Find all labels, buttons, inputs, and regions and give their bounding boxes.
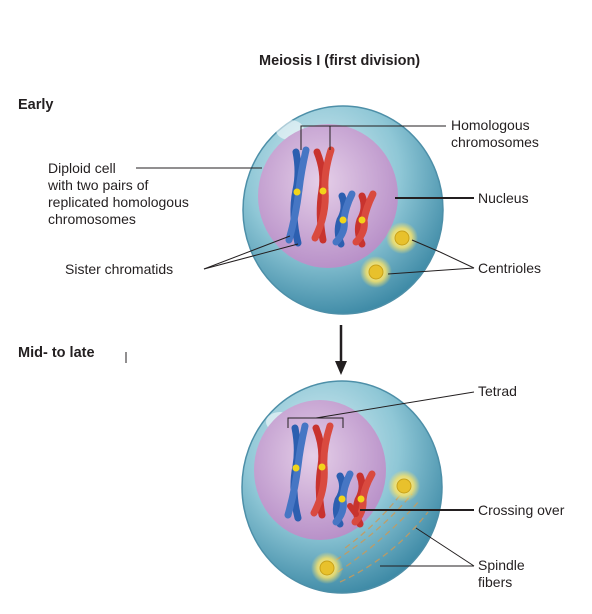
diploid-label-line4: chromosomes xyxy=(48,211,136,227)
stage-mid-late-label: Mid- to late xyxy=(18,345,95,361)
early-cell xyxy=(242,105,444,315)
centromere xyxy=(358,216,366,224)
diploid-label-line2: with two pairs of xyxy=(48,177,149,193)
centromere xyxy=(318,463,326,471)
leader-lines xyxy=(136,125,475,567)
diploid-label-line3: replicated homologous xyxy=(48,194,189,210)
homologous-label-line2: chromosomes xyxy=(451,134,539,150)
spindle-label-line2: fibers xyxy=(478,574,513,590)
crossover-segment xyxy=(347,503,359,517)
tetrad-label: Tetrad xyxy=(478,383,517,399)
centromere xyxy=(292,464,300,472)
sister-chromatids-label: Sister chromatids xyxy=(65,261,174,277)
diagram-title: Meiosis I (first division) xyxy=(259,53,421,69)
crossing-over-label: Crossing over xyxy=(478,502,565,518)
centriole xyxy=(386,222,418,254)
centriole xyxy=(360,256,392,288)
homologous-label-line1: Homologous xyxy=(451,117,530,133)
centromere xyxy=(339,216,347,224)
centromere xyxy=(357,495,365,503)
stage-early-label: Early xyxy=(18,97,54,113)
centrioles-label: Centrioles xyxy=(478,260,542,276)
centromere xyxy=(338,495,346,503)
late-cell xyxy=(241,380,443,594)
centriole xyxy=(311,552,343,584)
diploid-label-line1: Diploid cell xyxy=(48,160,116,176)
down-arrow xyxy=(335,325,347,375)
nucleus-label: Nucleus xyxy=(478,190,529,206)
centromere xyxy=(293,188,301,196)
spindle-label-line1: Spindle xyxy=(478,557,525,573)
centromere xyxy=(319,187,327,195)
centriole xyxy=(388,470,420,502)
